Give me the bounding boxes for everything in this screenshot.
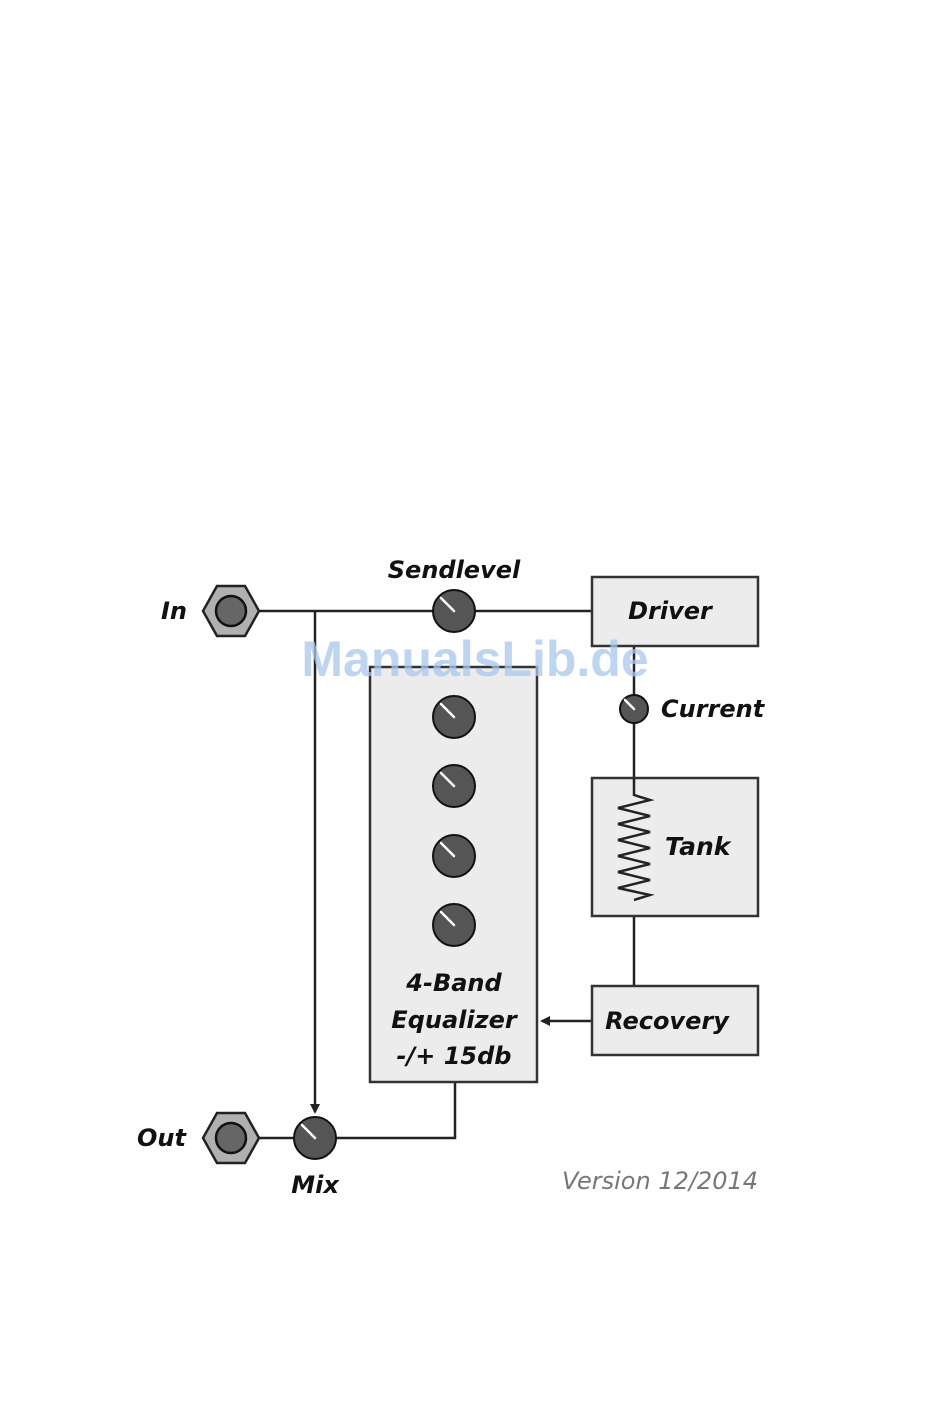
- version-text: Version 12/2014: [562, 1167, 758, 1195]
- in-jack-icon: [203, 586, 259, 636]
- current-knob-icon: [620, 695, 648, 723]
- eq-band-3-knob-icon: [433, 835, 475, 877]
- equalizer-label-line-3: -/+ 15db: [397, 1042, 512, 1070]
- recovery-label: Recovery: [605, 1007, 730, 1035]
- in-label: In: [161, 597, 187, 625]
- equalizer-label-line-2: Equalizer: [391, 1006, 519, 1034]
- mix-knob-icon: [294, 1117, 336, 1159]
- eq-band-1-knob-icon: [433, 696, 475, 738]
- wire-eq-to-mix: [315, 1082, 455, 1138]
- out-jack-icon: [203, 1113, 259, 1163]
- driver-label: Driver: [628, 597, 714, 625]
- watermark-text: ManualsLib.de: [301, 631, 648, 687]
- equalizer-label-line-1: 4-Band: [405, 969, 502, 997]
- tank-label: Tank: [665, 832, 732, 861]
- sendlevel-knob-icon: [433, 590, 475, 632]
- eq-band-4-knob-icon: [433, 904, 475, 946]
- mix-label: Mix: [291, 1171, 340, 1199]
- sendlevel-label: Sendlevel: [388, 556, 521, 584]
- out-label: Out: [137, 1124, 187, 1152]
- eq-band-2-knob-icon: [433, 765, 475, 807]
- current-label: Current: [661, 695, 766, 723]
